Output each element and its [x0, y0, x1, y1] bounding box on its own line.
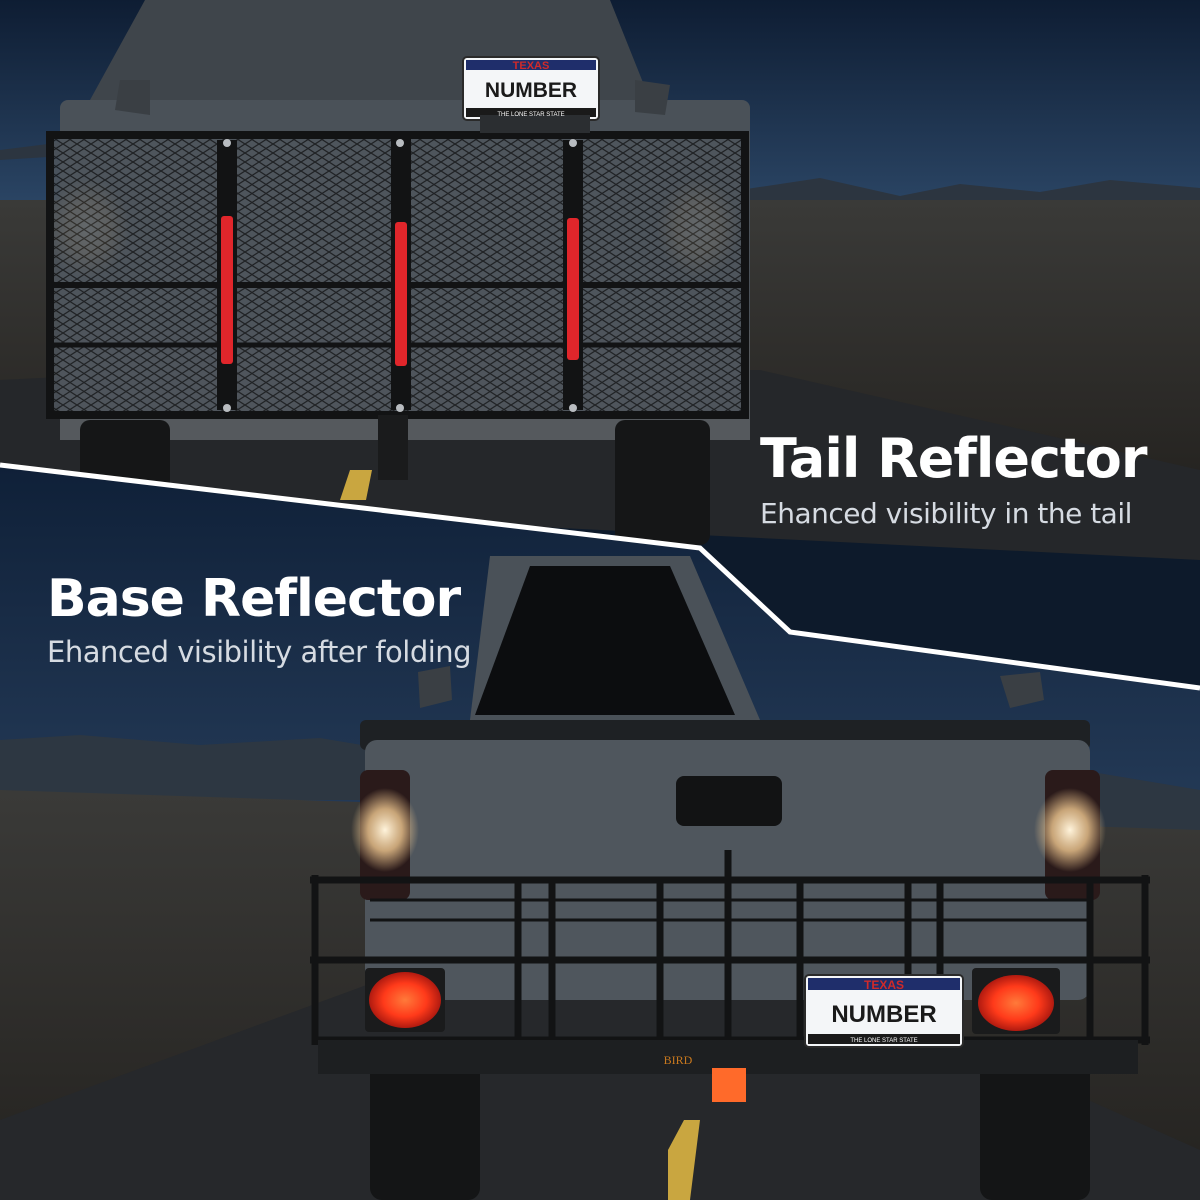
reflector-strip-left — [221, 216, 233, 364]
base-reflector-left — [369, 972, 441, 1028]
plate-top-state: TEXAS — [513, 60, 550, 72]
reflector-strip-right — [567, 218, 579, 360]
plate-top-number: NUMBER — [485, 79, 577, 102]
plate-bottom-state: TEXAS — [864, 978, 904, 992]
panel-divider — [0, 462, 1200, 691]
plate-bottom-number: NUMBER — [831, 1001, 936, 1028]
tail-reflector-title: Tail Reflector — [760, 427, 1148, 490]
tail-reflector-subtitle: Ehanced visibility in the tail — [760, 497, 1132, 530]
base-reflector-caption: Base Reflector Ehanced visibility after … — [47, 568, 472, 672]
base-reflector-title: Base Reflector — [47, 569, 461, 629]
plate-bottom-slogan: THE LONE STAR STATE — [850, 1038, 917, 1044]
plate-top-slogan: THE LONE STAR STATE — [497, 112, 564, 118]
brand-logo: BIRD — [664, 1053, 693, 1067]
license-plate-bottom — [804, 974, 964, 1048]
base-reflector-subtitle: Ehanced visibility after folding — [47, 635, 472, 669]
base-reflector-right — [978, 975, 1054, 1031]
reflector-strip-center — [395, 222, 407, 366]
tail-reflector-caption: Tail Reflector Ehanced visibility in the… — [760, 427, 1148, 534]
hitch-reflector — [712, 1068, 746, 1102]
